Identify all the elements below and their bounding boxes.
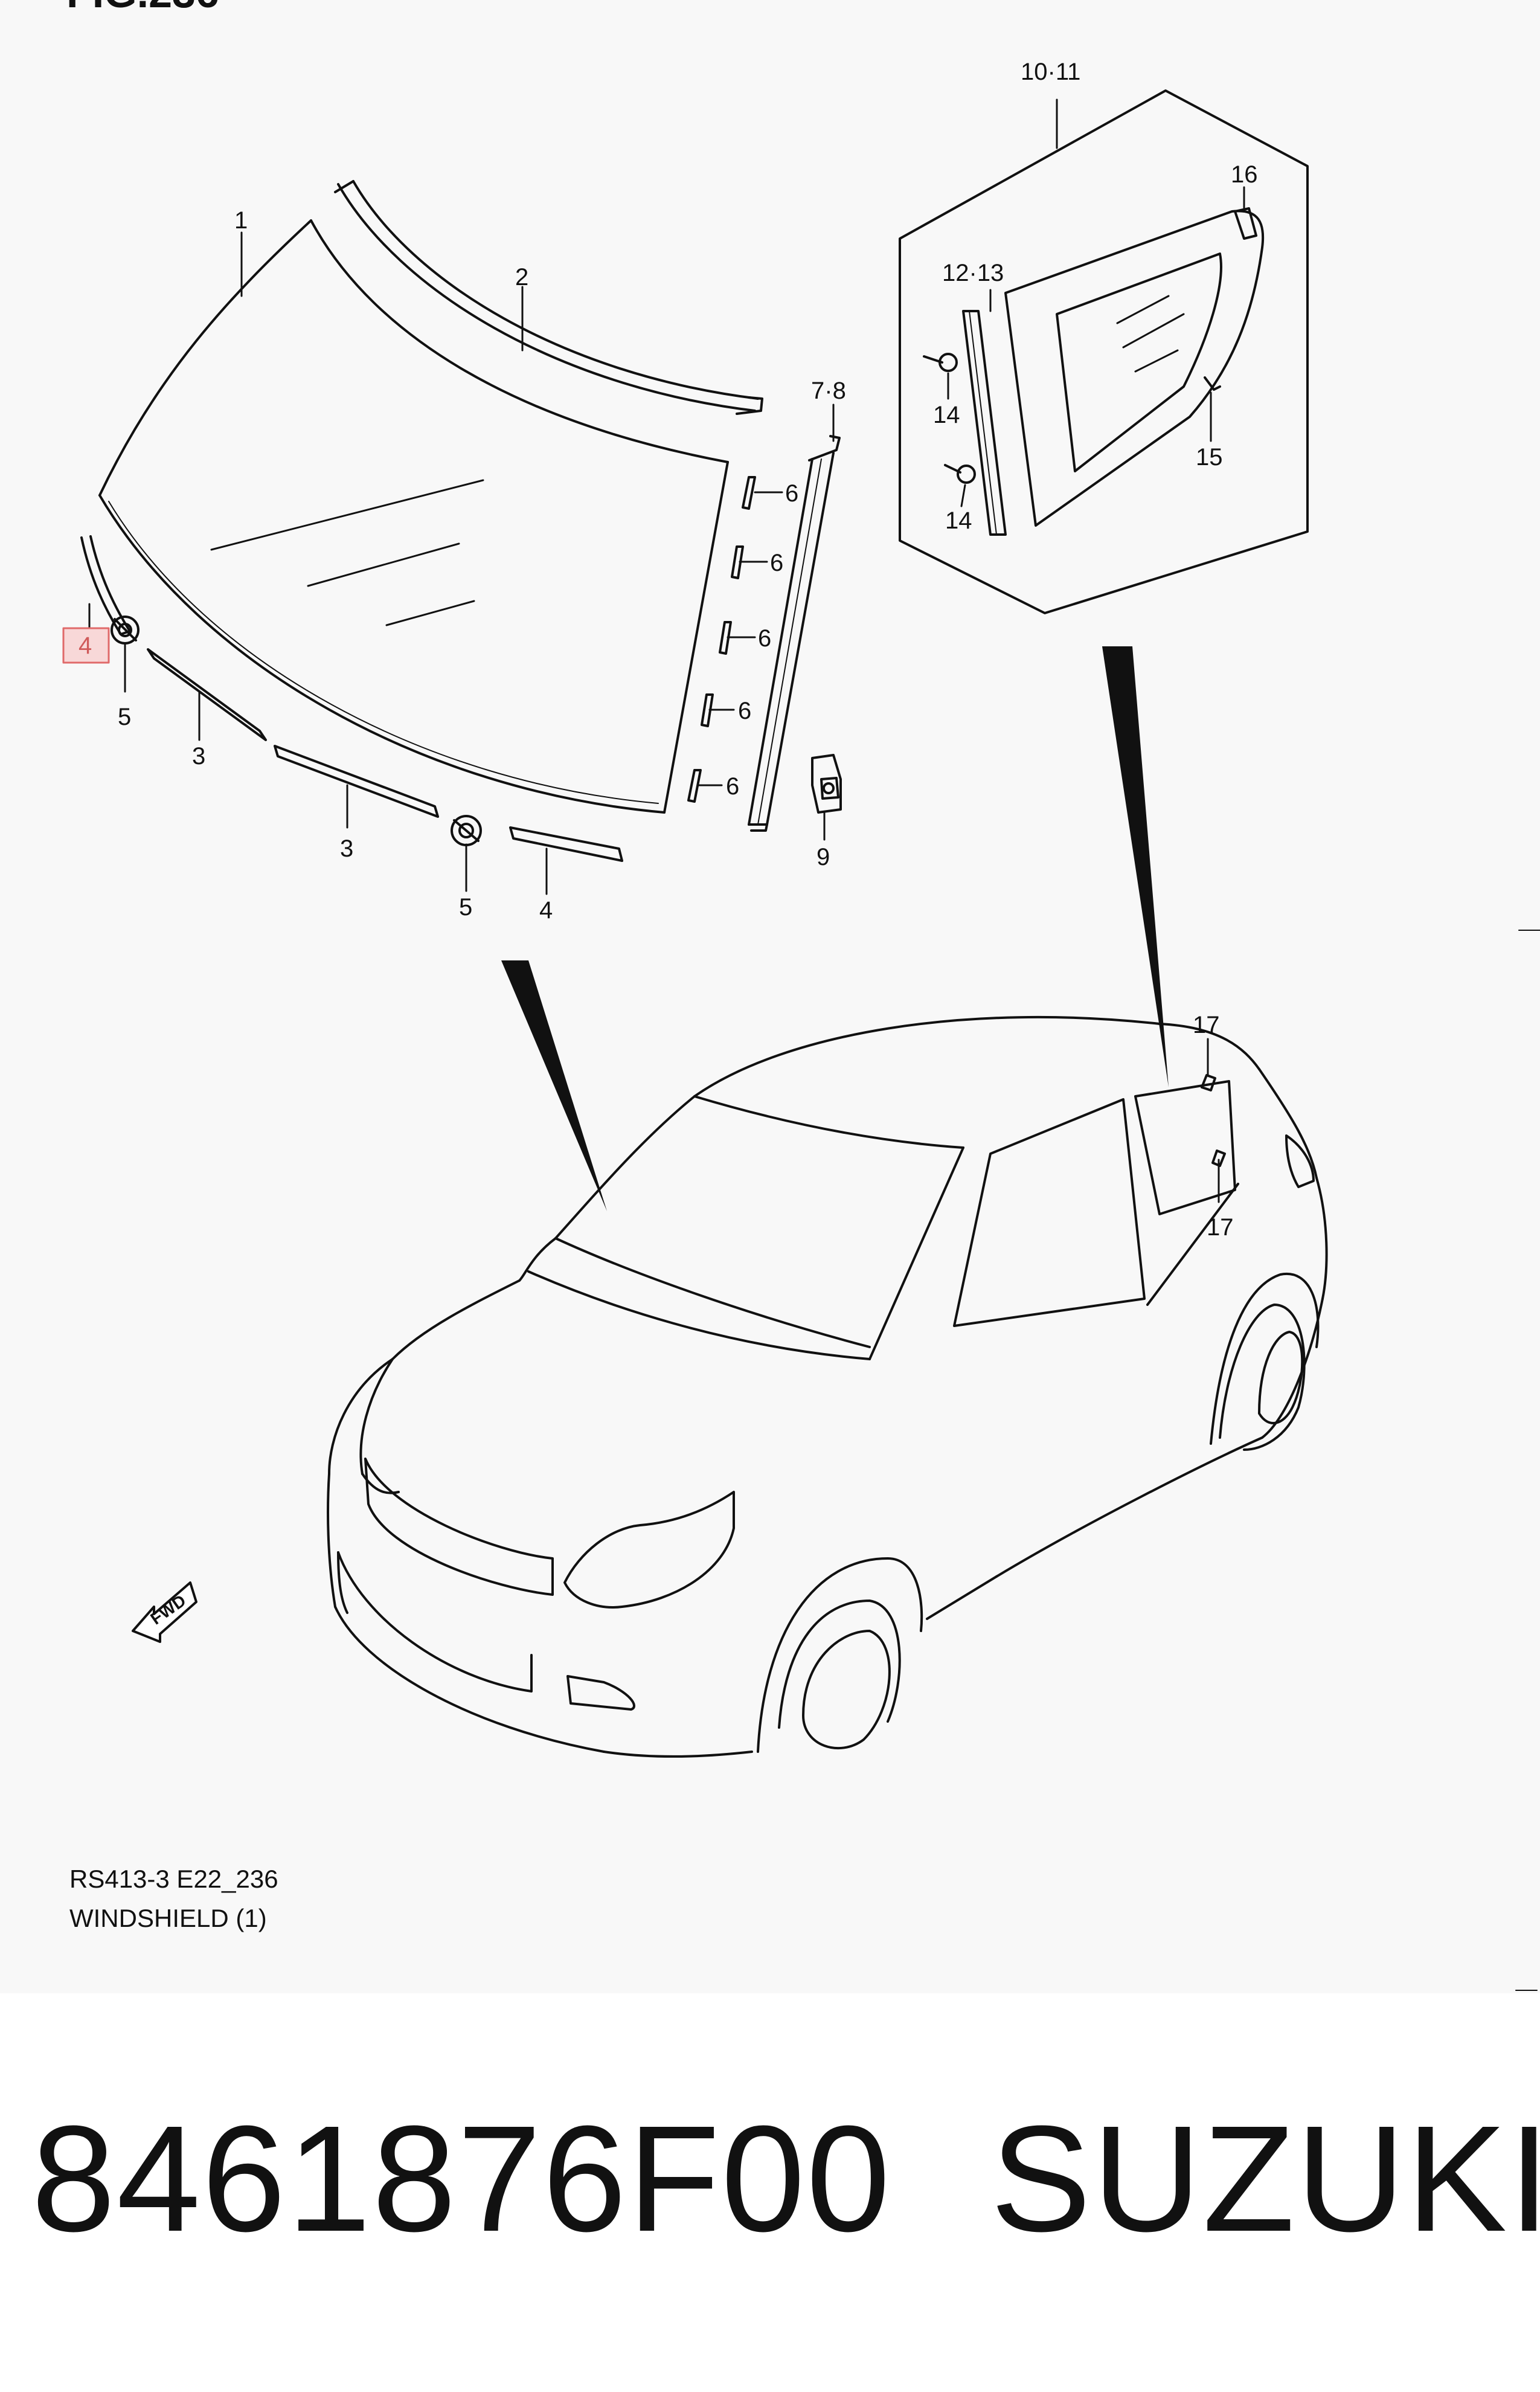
callout-17a: 17 [1193, 1012, 1220, 1038]
callout-5b: 5 [459, 894, 472, 921]
callout-3a: 3 [192, 743, 205, 770]
quarter-window-inset [899, 89, 1309, 614]
callout-7-8: 7·8 [811, 378, 846, 404]
callout-5a: 5 [118, 704, 131, 730]
windshield-glass [98, 219, 729, 814]
spacers [687, 476, 756, 803]
leader-lines [88, 98, 1245, 1203]
brand-name: SUZUKI [990, 2094, 1540, 2263]
callout-6d: 6 [738, 698, 751, 724]
callout-3b: 3 [340, 835, 353, 862]
callout-12-13: 12·13 [942, 260, 1004, 286]
callout-1: 1 [234, 207, 248, 234]
callout-16: 16 [1231, 161, 1258, 188]
bracket-9 [811, 754, 842, 814]
callout-14b: 14 [945, 507, 972, 534]
callout-labels: 1 2 3 3 4 4 5 5 6 6 6 6 6 7·8 9 10·11 12… [79, 59, 1258, 1241]
highlight-box-part-4 [62, 627, 110, 664]
callout-6c: 6 [758, 625, 771, 652]
callout-6b: 6 [770, 550, 783, 576]
diagram-area: FIG.236 [62, 0, 1540, 1991]
windshield-diagram: FIG.236 [62, 0, 1540, 1991]
callout-6e: 6 [726, 773, 739, 800]
upper-moulding [334, 180, 763, 415]
figure-code: RS413-3 E22_236 [69, 1865, 278, 1893]
car-illustration [327, 1015, 1328, 1758]
callout-4b: 4 [539, 897, 553, 924]
figure-header: FIG.236 [66, 0, 219, 16]
callout-4-highlighted: 4 [79, 632, 92, 659]
callout-9: 9 [817, 844, 830, 870]
callout-6a: 6 [785, 480, 798, 507]
figure-title: WINDSHIELD (1) [69, 1904, 267, 1932]
pointer-wedges [501, 646, 1169, 1211]
fwd-arrow-icon: FWD [132, 1581, 197, 1643]
pillar-moulding [748, 435, 841, 832]
callout-10-11: 10·11 [1021, 59, 1080, 85]
callout-14a: 14 [933, 402, 960, 428]
callout-2: 2 [515, 264, 528, 291]
callout-15: 15 [1196, 444, 1223, 471]
footer: 8461876F00 SUZUKI [0, 1993, 1540, 2392]
part-number: 8461876F00 [31, 2094, 892, 2263]
side-mouldings [80, 535, 623, 862]
callout-17b: 17 [1207, 1214, 1234, 1241]
